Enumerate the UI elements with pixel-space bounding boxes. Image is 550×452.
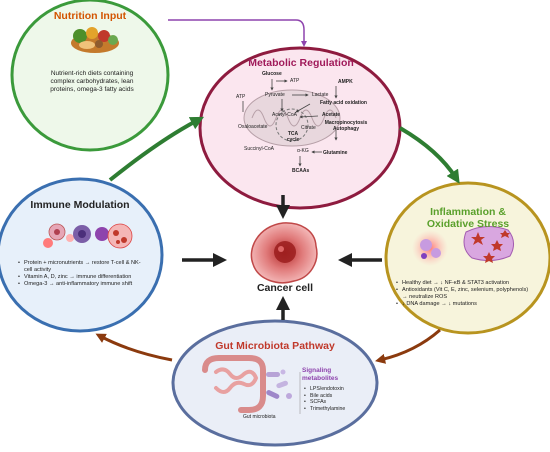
immune-title: Immune Modulation [30, 199, 130, 211]
label-akg: α-KG [297, 148, 309, 154]
inflammation-item: ↓ DNA damage → ↓ mutations [396, 301, 534, 308]
label-succinyl-coa: Succinyl-CoA [244, 146, 275, 152]
signaling-title: Signaling metabolites [302, 367, 339, 382]
inflammation-to-gut-arrow [375, 328, 441, 364]
cancer-cell-label: Cancer cell [256, 282, 314, 294]
bacteria-icon [266, 369, 292, 399]
label-acetyl-coa: Acetyl-CoA [272, 112, 298, 118]
metabolic-to-inflammation-arrow [398, 126, 460, 184]
label-tca-cycle: TCA cycle [286, 131, 300, 143]
label-pyruvate: Pyruvate [265, 92, 285, 98]
metabolic-title: Metabolic Regulation [248, 57, 354, 69]
nutrition-to-metabolic-arrow [168, 19, 307, 47]
label-macropinocytosis: Macropinocytosis Autophagy [324, 120, 368, 132]
metabolic-pathway-arrows [242, 79, 338, 167]
label-oxaloacetate: Oxaloacetate [238, 124, 268, 130]
label-atp-top: ATP [290, 78, 300, 84]
nutrition-circle [10, 0, 170, 152]
immune-to-metabolic-arrow [108, 116, 205, 182]
gut-to-immune-arrow [95, 333, 173, 362]
gut-microbiota-label: Gut microbiota [243, 414, 276, 420]
nutrition-title: Nutrition Input [53, 10, 127, 22]
label-citrate: Citrate [301, 125, 316, 131]
label-ampk: AMPK [338, 79, 353, 85]
label-glutamine: Glutamine [323, 150, 348, 156]
signaling-item: SCFAs [304, 399, 374, 406]
label-lactate: Lactate [312, 92, 329, 98]
intestine-icon [202, 355, 266, 413]
immune-circle [0, 177, 164, 333]
signaling-list: LPS/endotoxin Bile acids SCFAs Trimethyl… [304, 386, 374, 412]
inflammation-item: Antioxidants (Vit C, E, zinc, selenium, … [396, 287, 534, 301]
ros-cells-icon [412, 226, 514, 266]
inflammation-item: Healthy diet → ↓ NF-κB & STAT3 activatio… [396, 280, 534, 287]
signaling-item: LPS/endotoxin [304, 386, 374, 393]
label-acetate: Acetate [322, 112, 341, 118]
inflammation-title-line2: Oxidative Stress [426, 218, 510, 230]
immune-item: Vitamin A, D, zinc → immune differentiat… [18, 274, 146, 281]
label-atp-left: ATP [236, 94, 246, 100]
cancer-cell-icon [250, 222, 318, 284]
label-glucose: Glucose [262, 71, 282, 77]
signaling-item: Trimethylamine [304, 406, 374, 413]
immune-list: Protein + micronutrients → restore T-cel… [18, 260, 146, 288]
inflammation-title-line1: Inflammation & [430, 206, 506, 218]
inflammation-list: Healthy diet → ↓ NF-κB & STAT3 activatio… [396, 280, 534, 308]
label-fao: Fatty acid oxidation [320, 100, 367, 106]
nutrition-text: Nutrient-rich diets containing complex c… [50, 70, 134, 93]
label-bcaas: BCAAs [292, 168, 310, 174]
immune-item: Omega-3 → anti-inflammatory immune shift [18, 281, 146, 288]
immune-cells-icon [43, 223, 133, 249]
mitochondrion-icon [243, 89, 341, 147]
food-basket-icon [71, 27, 119, 53]
immune-item: Protein + micronutrients → restore T-cel… [18, 260, 146, 274]
gut-circle [171, 319, 379, 447]
signaling-item: Bile acids [304, 393, 374, 400]
gut-title: Gut Microbiota Pathway [215, 340, 335, 352]
